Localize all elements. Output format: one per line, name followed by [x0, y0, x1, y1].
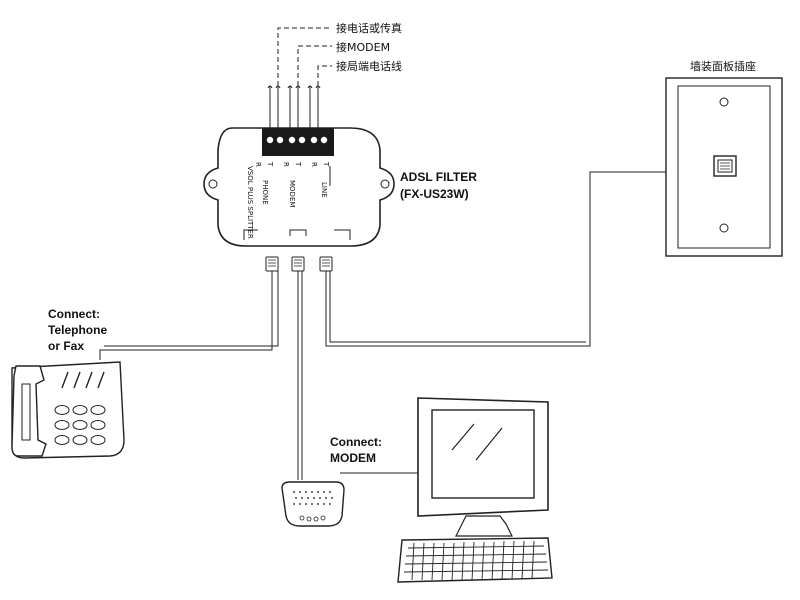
modem-device [281, 481, 345, 527]
label-line-cn: 接局端电话线 [336, 59, 402, 73]
label-modem-cn: 接MODEM [336, 41, 390, 54]
bracket-line [334, 229, 351, 240]
bracket-modem [289, 229, 307, 236]
label-phone-fax: 接电话或传真 [336, 21, 402, 35]
keypad [54, 405, 106, 445]
modem-label-1: Connect: [330, 435, 382, 449]
bracket-phone [243, 229, 258, 240]
mount-hole-right [380, 179, 390, 189]
mark-5: R [310, 162, 318, 167]
telephone [11, 361, 125, 459]
wire-tips [267, 85, 321, 89]
mark-1: R [254, 162, 262, 167]
leader-line [317, 65, 332, 86]
tel-label-1: Connect: [48, 307, 100, 321]
speaker-grille [61, 371, 105, 389]
leader-phone [277, 27, 332, 86]
port-label-phone: PHONE [261, 180, 269, 205]
plug-phone [265, 256, 279, 272]
mark-4: T [294, 161, 302, 167]
terminal-leaders [267, 27, 332, 130]
wall-plate-label: 墙装面板插座 [690, 59, 756, 73]
wire-ends [269, 86, 319, 130]
mark-3: R [282, 162, 290, 167]
computer-monitor [417, 397, 549, 537]
plug-line [319, 256, 333, 272]
plug-modem [291, 256, 305, 272]
modem-label-2: MODEM [330, 451, 376, 465]
wall-plate [665, 77, 783, 257]
monitor-screen [431, 409, 535, 499]
leader-modem [297, 45, 332, 86]
cable-phone [99, 271, 273, 360]
mark-6: T [322, 161, 330, 167]
cable-phone-b [104, 271, 279, 347]
tel-label-2: Telephone [48, 323, 107, 337]
keyboard [397, 537, 553, 583]
filter-name: ADSL FILTER [400, 170, 477, 184]
filter-body [203, 127, 395, 247]
port-label-line: LINE [320, 182, 328, 198]
cable-line-b [329, 271, 586, 343]
port-label-modem: MODEM [288, 180, 296, 207]
cable-line [325, 171, 716, 347]
mount-hole-left [208, 179, 218, 189]
handset [11, 365, 47, 457]
tel-label-3: or Fax [48, 339, 84, 353]
side-text: VSOL PLUS SPLITTER [246, 166, 254, 239]
monitor-stand [455, 515, 513, 537]
filter-model: (FX-US23W) [400, 187, 469, 201]
mark-2: T [266, 161, 274, 167]
adsl-filter [203, 127, 395, 247]
